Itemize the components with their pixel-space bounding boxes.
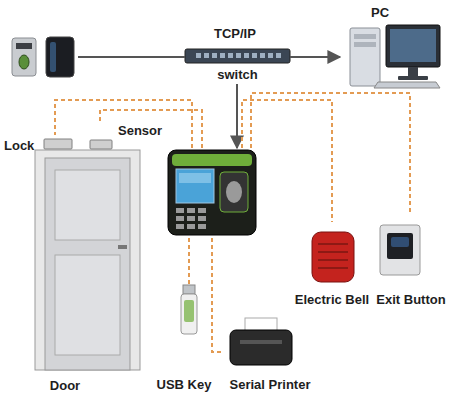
door-leaf: [45, 158, 130, 370]
usb-key: [181, 294, 197, 334]
device-label: USB Key: [148, 377, 220, 393]
device-node: switch: [185, 44, 290, 84]
device-label: PC: [360, 5, 400, 21]
link-label: TCP/IP: [214, 26, 256, 42]
screen-detail: [179, 173, 211, 183]
device-label: switch: [185, 67, 290, 83]
card-reader-light: [50, 42, 56, 72]
device-node: Sensor: [86, 122, 168, 152]
device-label: Electric Bell: [290, 292, 374, 308]
device-label: Sensor: [118, 123, 168, 139]
network-link: [236, 84, 238, 148]
pc-screen: [390, 29, 436, 62]
access-terminal: [168, 150, 256, 235]
dashed-wire: [188, 238, 190, 285]
fingerprint-pad: [19, 55, 29, 69]
keyboard: [374, 82, 440, 88]
door-frame: [35, 150, 140, 370]
monitor-base: [398, 76, 428, 80]
pc-tower: [350, 28, 380, 86]
dashed-wire: [55, 100, 192, 148]
device-label: Exit Button: [370, 292, 452, 308]
network-link: [290, 56, 340, 58]
device-node: PC: [340, 3, 445, 90]
dashed-wire: [100, 110, 202, 148]
door-panel: [55, 255, 120, 355]
device-node: Exit Button: [370, 215, 452, 310]
terminal-panel: [172, 154, 252, 166]
terminal-sensor-area: [220, 172, 248, 212]
device-node: Serial Printer: [222, 316, 318, 395]
exit-button-face: [387, 233, 413, 259]
device-node: Electric Bell: [290, 222, 374, 310]
pc-drive: [354, 42, 376, 47]
terminal-screen: [176, 169, 214, 203]
usb-plug: [183, 285, 195, 294]
reader-window: [16, 43, 32, 49]
device-node: Door: [30, 152, 145, 395]
usb-label-area: [184, 300, 194, 322]
device-node: [8, 30, 78, 80]
door-panel: [55, 170, 120, 240]
lock-device: [44, 139, 72, 149]
device-node: USB Key: [148, 285, 220, 395]
network-link: [78, 56, 185, 58]
device-node: [165, 148, 258, 238]
serial-printer: [230, 330, 292, 365]
terminal-fingerprint: [226, 181, 242, 203]
dashed-wire: [242, 100, 332, 222]
pc-monitor: [386, 25, 440, 67]
fingerprint-reader: [12, 38, 36, 76]
dashed-wire: [251, 93, 410, 215]
monitor-stand: [408, 67, 418, 76]
electric-bell: [312, 232, 354, 282]
bell-grille: [318, 244, 348, 268]
network-switch: [185, 49, 290, 63]
pc-drive: [354, 34, 376, 39]
card-reader: [46, 37, 74, 77]
door-handle: [118, 245, 127, 249]
device-label: Lock: [4, 138, 44, 154]
device-node: Lock: [4, 135, 74, 157]
device-label: Serial Printer: [222, 377, 318, 393]
dashed-wire: [212, 238, 222, 352]
printer-slot: [240, 340, 282, 344]
terminal-keypad: [176, 208, 206, 229]
device-label: Door: [40, 378, 90, 394]
sensor-device: [90, 140, 112, 149]
exit-button: [380, 225, 420, 275]
switch-ports: [196, 53, 281, 58]
exit-button-glow: [391, 237, 409, 247]
